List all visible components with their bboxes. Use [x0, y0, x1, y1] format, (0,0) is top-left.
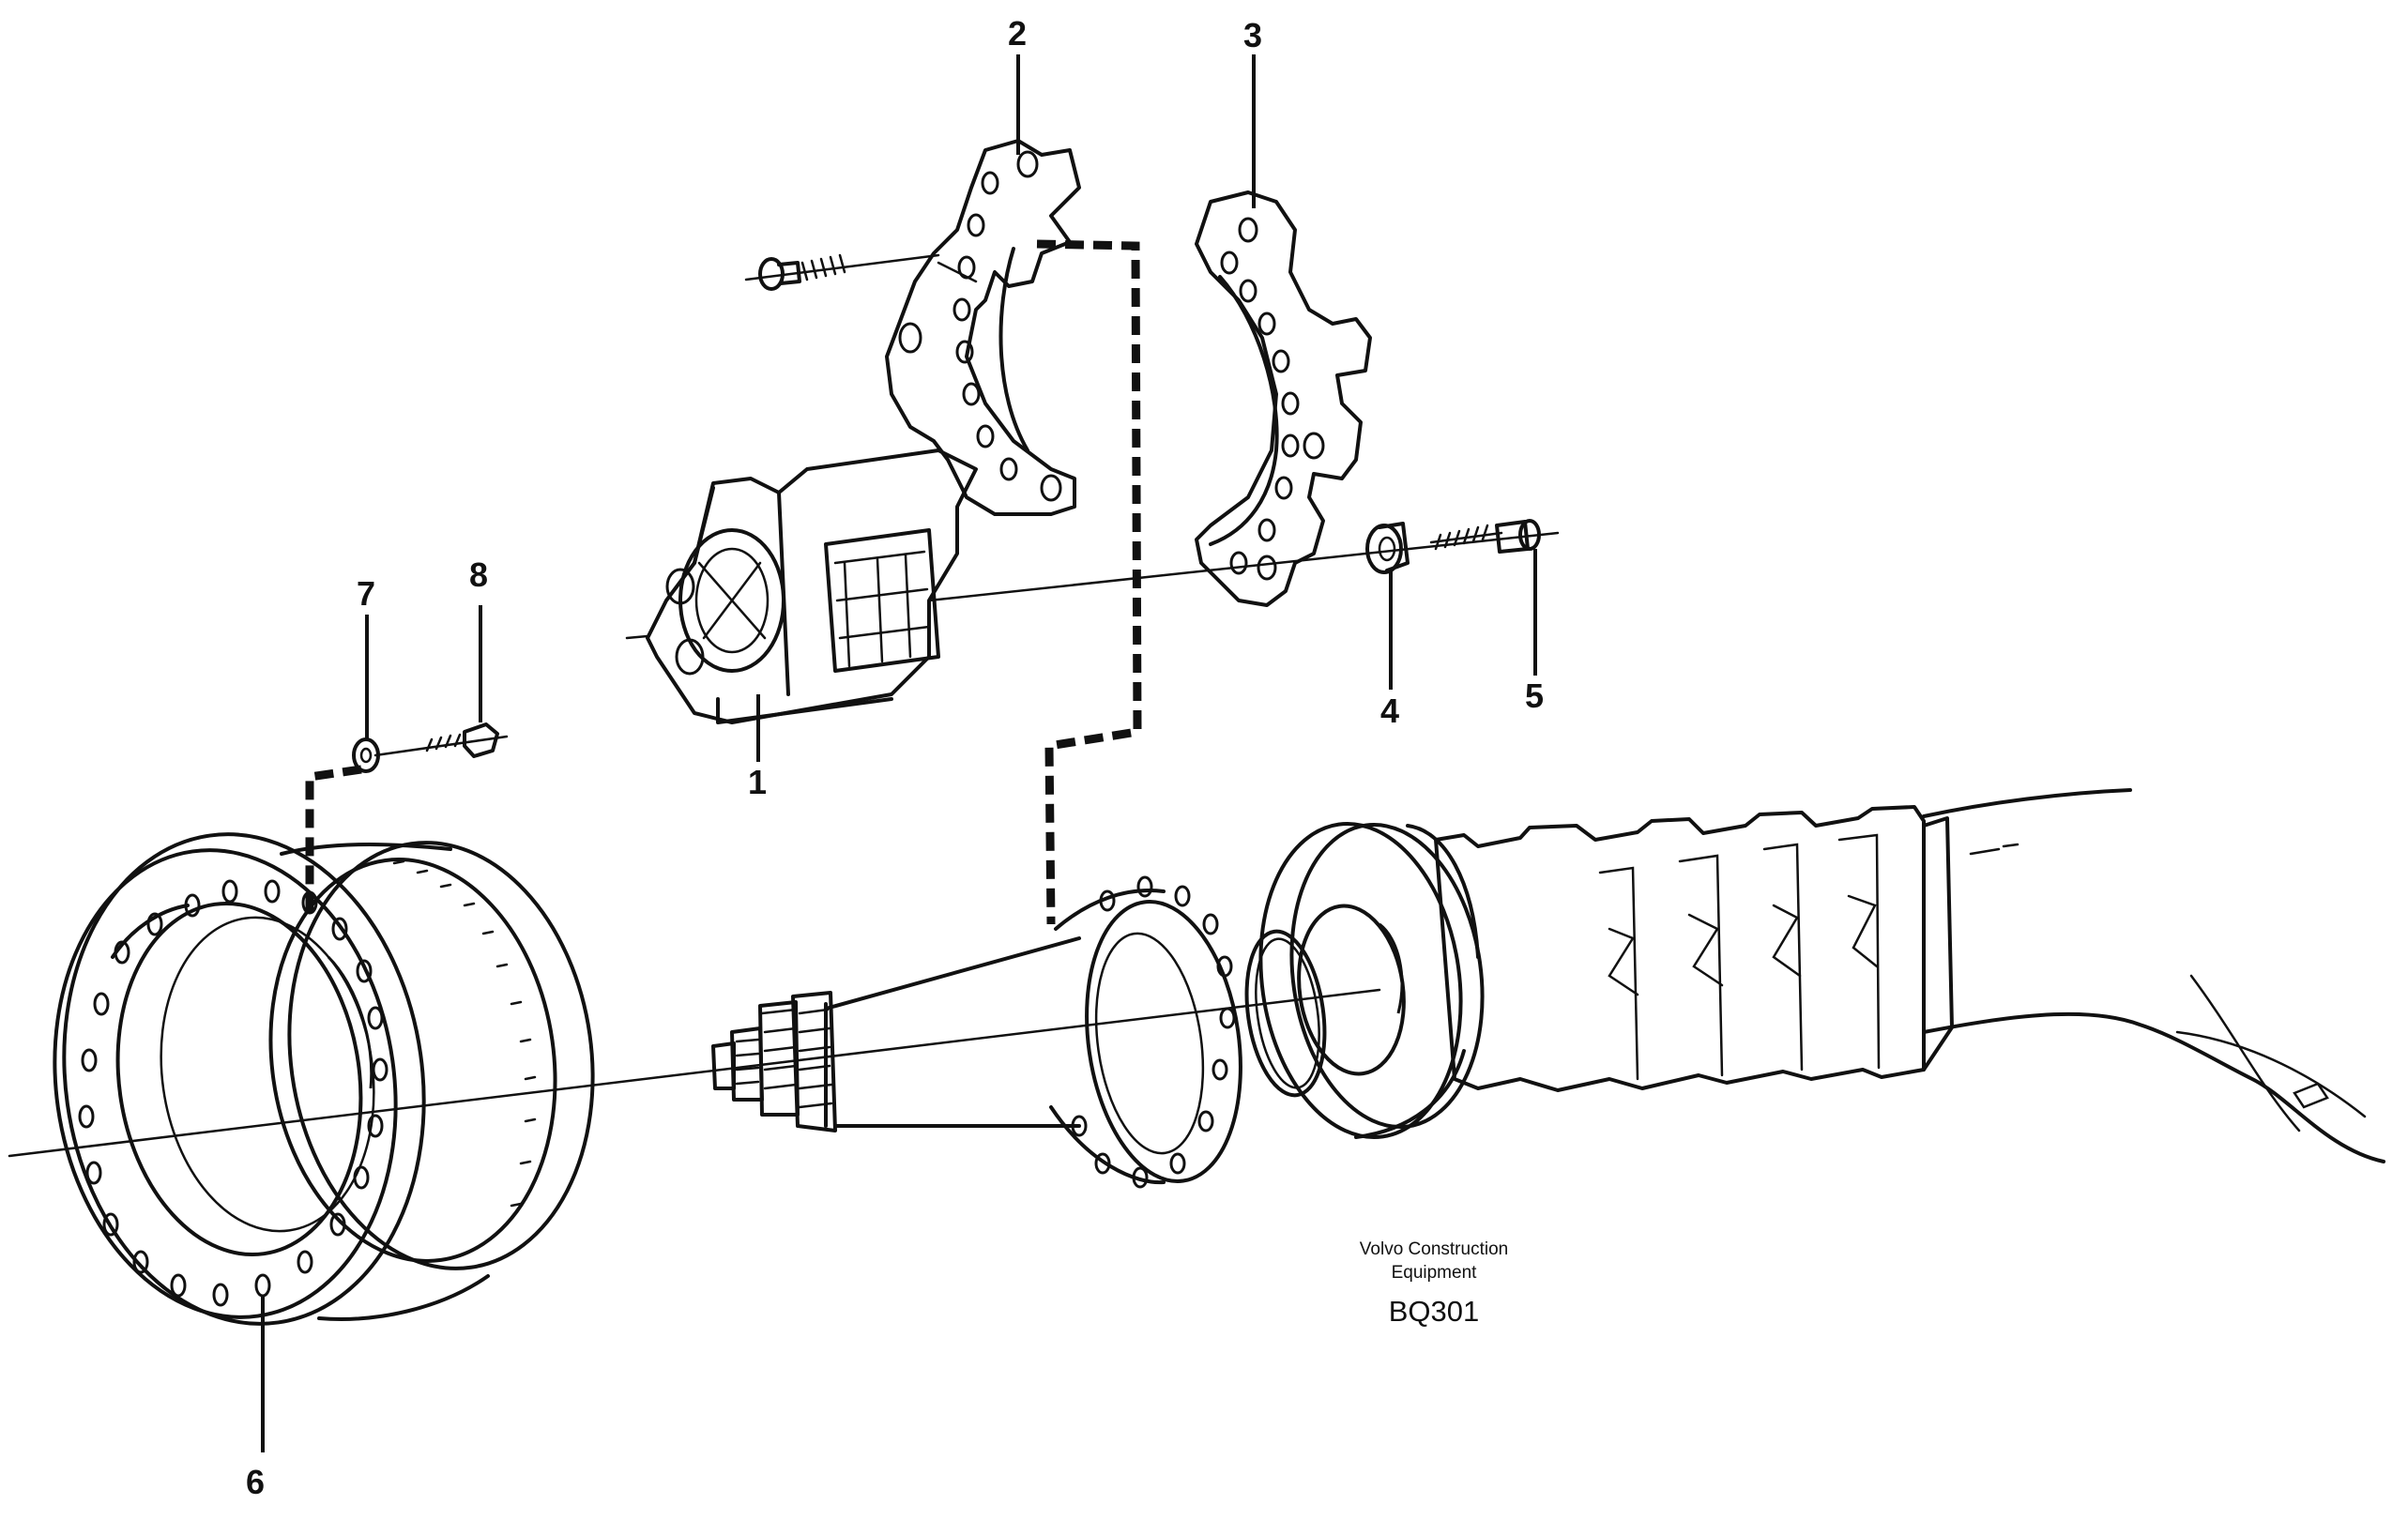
bracket-inner — [885, 139, 1081, 516]
brake-disc — [53, 832, 595, 1326]
caliper-axis-line — [927, 531, 1560, 602]
callout-1: 1 — [748, 763, 767, 801]
shaft-centerline — [8, 988, 1381, 1158]
callout-3: 3 — [1243, 16, 1262, 54]
credit-line-2: Equipment — [1392, 1263, 1478, 1283]
callout-8: 8 — [469, 555, 488, 594]
washer — [1365, 522, 1410, 574]
disc-screw — [425, 722, 499, 758]
drawing-code: BQ301 — [1389, 1295, 1480, 1328]
caliper-screw — [1429, 519, 1541, 554]
hub-ring — [1258, 821, 1485, 1140]
caliper — [625, 448, 978, 724]
callout-4: 4 — [1380, 692, 1399, 730]
bracket-outer — [1195, 190, 1372, 607]
callout-6: 6 — [246, 1463, 265, 1501]
credit-line-1: Volvo Construction — [1360, 1239, 1508, 1259]
callout-7: 7 — [357, 574, 375, 613]
axle-housing — [1434, 788, 2385, 1163]
o-ring — [1244, 929, 1327, 1098]
guide-line-disc — [305, 765, 362, 915]
disc-screw-axis — [373, 735, 509, 757]
bracket-bolt — [744, 253, 940, 291]
callout-5: 5 — [1525, 676, 1544, 715]
callout-2: 2 — [1008, 14, 1027, 53]
guide-line-caliper — [1036, 239, 1142, 925]
axle-shaft — [711, 875, 1242, 1189]
